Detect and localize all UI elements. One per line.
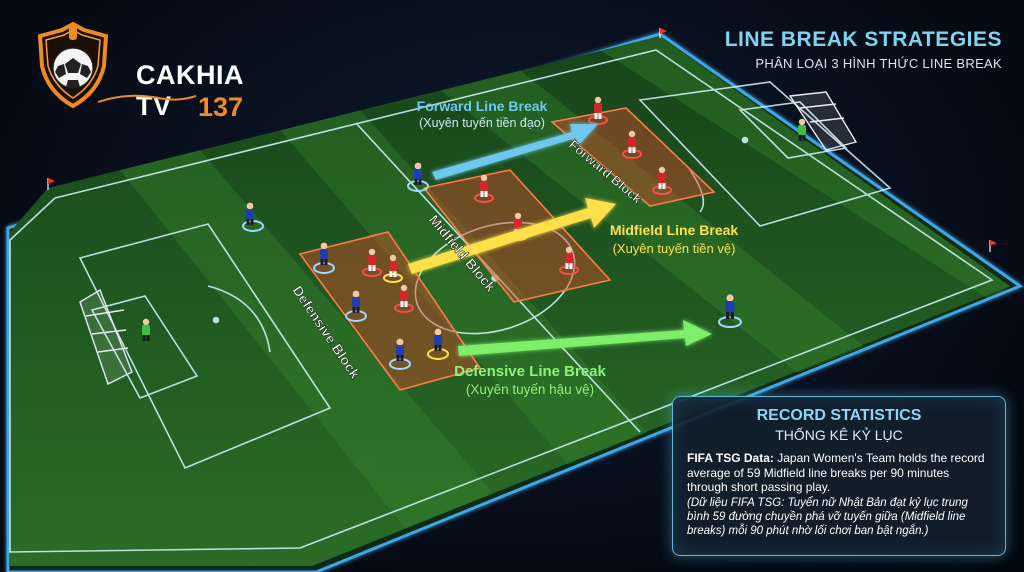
player-red — [658, 166, 666, 189]
midfield-line-break-sublabel: (Xuyên tuyến tiền vệ) — [613, 241, 736, 256]
page-subtitle: PHÂN LOẠI 3 HÌNH THỨC LINE BREAK — [755, 56, 1002, 71]
right-goal — [788, 91, 858, 151]
forward-line-break-sublabel: (Xuyên tuyến tiền đạo) — [419, 116, 545, 130]
player-red — [628, 130, 636, 153]
stats-text-en: FIFA TSG Data: Japan Women's Team holds … — [687, 451, 991, 495]
player-red — [389, 254, 397, 277]
player-blue — [414, 162, 422, 185]
brand-number: 137 — [198, 92, 244, 122]
player-blue — [320, 242, 328, 265]
left-goal — [79, 288, 133, 385]
player-blue — [352, 290, 360, 313]
stats-subtitle: THỐNG KÊ KỶ LỤC — [775, 427, 903, 443]
forward-line-break-arrow — [432, 124, 598, 180]
soccer-ball-shield-icon — [37, 22, 109, 109]
header: LINE BREAK STRATEGIES PHÂN LOẠI 3 HÌNH T… — [725, 28, 1002, 71]
player-rings — [242, 115, 742, 370]
stats-title: RECORD STATISTICS — [756, 407, 922, 424]
goalkeeper-right — [798, 118, 806, 141]
defensive-line-break-label: Defensive Line Break — [454, 363, 606, 380]
stats-text-en-body: Japan Women's Team holds the record aver… — [687, 451, 985, 494]
corner-flags — [47, 28, 997, 252]
midfield-line-break-label: Midfield Line Break — [610, 222, 739, 238]
player-blue — [396, 338, 404, 361]
player-red — [400, 284, 408, 307]
goalkeeper-left — [142, 318, 150, 341]
logo-swoosh-decoration — [98, 94, 197, 103]
brand-name: CAKHIA TV — [136, 60, 243, 121]
forward-line-break-label: Forward Line Break — [417, 98, 548, 114]
red-team-players — [368, 96, 666, 307]
midfield-line-break-arrow — [408, 198, 616, 274]
player-blue — [246, 202, 254, 225]
player-red — [480, 174, 488, 197]
player-blue — [434, 328, 442, 351]
player-red — [565, 246, 573, 269]
blue-team-players — [246, 162, 735, 361]
defensive-line-break-arrow — [458, 320, 712, 356]
pitch-surface — [10, 36, 1010, 566]
player-blue — [725, 294, 735, 319]
record-statistics-panel: RECORD STATISTICS THỐNG KÊ KỶ LỤC FIFA T… — [672, 396, 1006, 556]
player-red — [368, 248, 376, 271]
stats-lead: FIFA TSG Data: — [687, 451, 774, 465]
brand-logo: CAKHIA TV 137 — [28, 22, 278, 122]
page-title: LINE BREAK STRATEGIES — [724, 28, 1002, 51]
stats-text-vi: (Dữ liệu FIFA TSG: Tuyển nữ Nhật Bản đạt… — [687, 496, 968, 537]
defensive-line-break-sublabel: (Xuyên tuyến hậu vệ) — [466, 382, 594, 397]
player-red — [594, 96, 602, 119]
